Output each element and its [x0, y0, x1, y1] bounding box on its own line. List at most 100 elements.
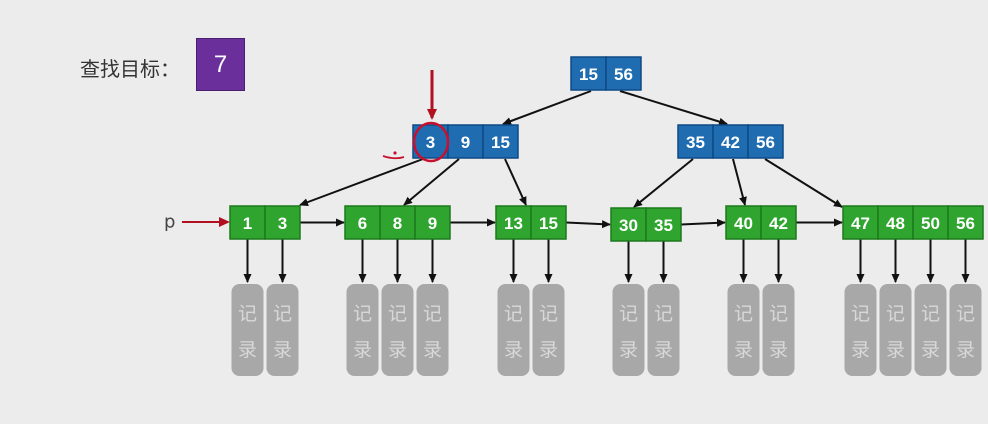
record-char: 记 — [851, 303, 870, 325]
internal-node-key: 15 — [491, 133, 510, 152]
record-box — [532, 284, 565, 376]
leaf-node-key: 50 — [921, 214, 940, 233]
tree-edge — [299, 158, 424, 206]
internal-node-key: 35 — [686, 133, 705, 152]
record-block: 记录 — [647, 284, 680, 376]
record-block: 记录 — [381, 284, 414, 376]
internal-node-key: 42 — [721, 133, 740, 152]
record-char: 录 — [539, 339, 558, 361]
record-block: 记录 — [497, 284, 530, 376]
record-char: 记 — [956, 303, 975, 325]
leaf-node-cell — [379, 205, 416, 240]
record-box — [762, 284, 795, 376]
record-char: 录 — [654, 339, 673, 361]
record-char: 记 — [539, 303, 558, 325]
record-block: 记录 — [727, 284, 760, 376]
highlight-circle — [412, 121, 450, 163]
leaf-node-key: 56 — [956, 214, 975, 233]
record-box — [266, 284, 299, 376]
record-char: 记 — [504, 303, 523, 325]
record-char: 录 — [886, 339, 905, 361]
leaf-node-cell — [530, 205, 567, 240]
tree-edge — [732, 158, 747, 206]
record-char: 录 — [238, 339, 257, 361]
internal-node-cell — [747, 124, 784, 159]
tree-edge — [619, 90, 728, 126]
tree-edge — [504, 158, 527, 206]
record-char: 录 — [956, 339, 975, 361]
internal-node: 3 9 15 — [412, 124, 519, 159]
record-box — [381, 284, 414, 376]
record-box — [647, 284, 680, 376]
record-char: 录 — [273, 339, 292, 361]
leaf-node-key: 35 — [654, 216, 673, 235]
leaf-node-key: 3 — [278, 214, 287, 233]
record-block: 记录 — [879, 284, 912, 376]
record-char: 记 — [353, 303, 372, 325]
leaf-node-key: 9 — [428, 214, 437, 233]
record-box — [346, 284, 379, 376]
record-char: 录 — [388, 339, 407, 361]
leaf-node-cell — [344, 205, 381, 240]
leaf-node: 13 15 — [495, 205, 567, 240]
record-char: 录 — [504, 339, 523, 361]
record-box — [949, 284, 982, 376]
root-node-cell — [605, 56, 642, 91]
pointer-p-label: p — [164, 212, 175, 233]
leaf-node: 30 35 — [610, 207, 682, 242]
leaf-node-cell — [947, 205, 984, 240]
record-box — [231, 284, 264, 376]
record-char: 记 — [238, 303, 257, 325]
handwritten-dot — [393, 151, 397, 155]
leaf-node-key: 6 — [358, 214, 367, 233]
leaf-node-key: 13 — [504, 214, 523, 233]
leaf-node-key: 1 — [243, 214, 252, 233]
leaf-node-key: 48 — [886, 214, 905, 233]
record-char: 录 — [423, 339, 442, 361]
leaf-node-cell — [842, 205, 879, 240]
root-node-key: 56 — [614, 65, 633, 84]
search-target-value: 7 — [196, 38, 245, 91]
record-char: 记 — [388, 303, 407, 325]
record-block: 记录 — [949, 284, 982, 376]
leaf-node-cell — [912, 205, 949, 240]
internal-node-key: 3 — [426, 133, 435, 152]
internal-node-key: 56 — [756, 133, 775, 152]
record-block: 记录 — [346, 284, 379, 376]
record-box — [844, 284, 877, 376]
record-block: 记录 — [762, 284, 795, 376]
record-char: 记 — [886, 303, 905, 325]
leaf-node-cell — [264, 205, 301, 240]
leaf-node-key: 42 — [769, 214, 788, 233]
record-char: 记 — [734, 303, 753, 325]
tree-edge — [633, 158, 694, 208]
leaf-link-arrow — [565, 220, 611, 229]
record-char: 记 — [273, 303, 292, 325]
record-block: 记录 — [844, 284, 877, 376]
internal-node: 35 42 56 — [677, 124, 784, 159]
leaf-node-cell — [760, 205, 797, 240]
record-char: 录 — [353, 339, 372, 361]
record-char: 记 — [654, 303, 673, 325]
internal-node-key: 9 — [461, 133, 470, 152]
leaf-node-key: 40 — [734, 214, 753, 233]
record-box — [914, 284, 947, 376]
record-char: 记 — [769, 303, 788, 325]
record-block: 记录 — [231, 284, 264, 376]
tree-edge — [764, 158, 843, 208]
record-char: 录 — [619, 339, 638, 361]
leaf-link-arrow — [680, 218, 726, 227]
record-char: 记 — [423, 303, 442, 325]
leaf-node-key: 8 — [393, 214, 402, 233]
root-node-key: 15 — [579, 65, 598, 84]
leaf-node-key: 30 — [619, 216, 638, 235]
record-block: 记录 — [416, 284, 449, 376]
leaf-node-key: 15 — [539, 214, 558, 233]
record-box — [497, 284, 530, 376]
leaf-node: 40 42 — [725, 205, 797, 240]
